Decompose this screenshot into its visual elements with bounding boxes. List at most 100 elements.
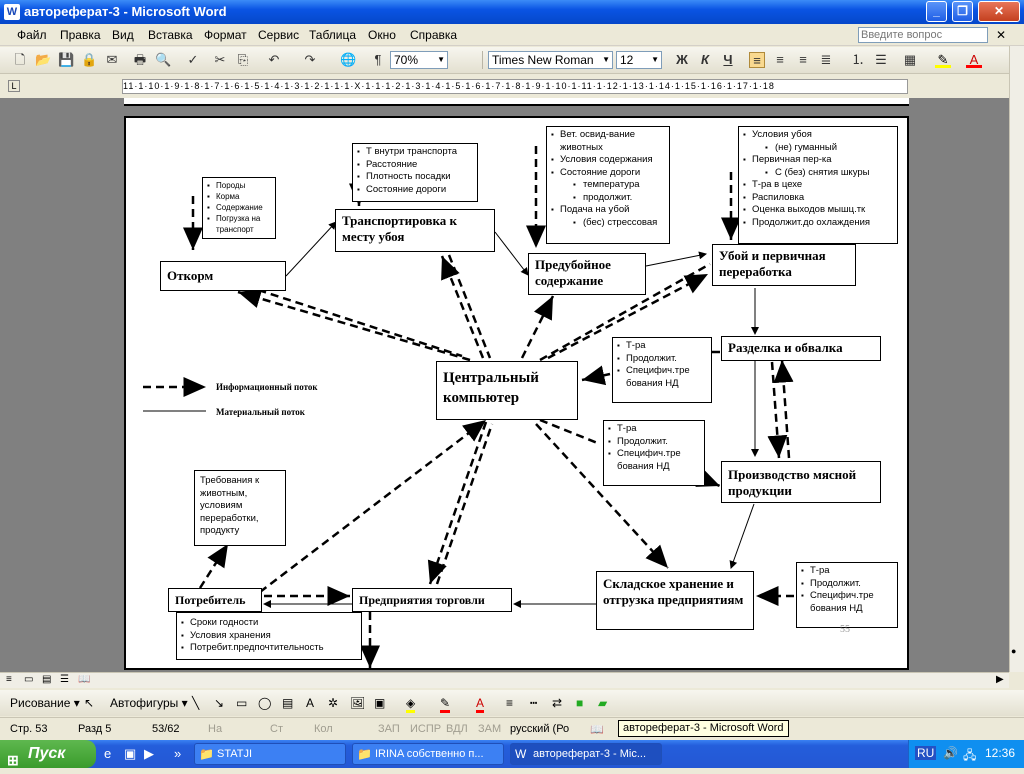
justify-icon[interactable]: ≣: [820, 52, 832, 67]
zoom-combo[interactable]: 70%▼: [390, 51, 448, 69]
node-proizv[interactable]: Производство мясной продукции: [721, 461, 881, 503]
note-transport[interactable]: Т внутри транспорта Расстояние Плотность…: [352, 143, 478, 202]
tab-selector-icon[interactable]: L: [8, 80, 20, 92]
node-predub[interactable]: Предубойное содержание: [528, 253, 646, 295]
node-sklad[interactable]: Складское хранение и отгрузка предприяти…: [596, 571, 754, 630]
permission-icon[interactable]: 🔒: [81, 52, 98, 67]
3d-icon[interactable]: ▰: [598, 696, 608, 710]
shadow-icon[interactable]: ■: [576, 696, 584, 710]
picture-icon[interactable]: ▣: [374, 696, 386, 710]
align-center-icon[interactable]: ≡: [776, 52, 784, 67]
bullets-icon[interactable]: ☰: [875, 52, 887, 67]
close-button[interactable]: ✕: [978, 1, 1020, 22]
show-formatting-icon[interactable]: ¶: [374, 52, 382, 67]
print-icon[interactable]: 🖶: [133, 52, 147, 67]
web-view-icon[interactable]: ▭: [24, 674, 34, 685]
task-irina[interactable]: 📁IRINA собственно п...: [352, 743, 504, 765]
select-objects-icon[interactable]: ↖: [84, 696, 95, 710]
node-transport[interactable]: Транспортировка к месту убоя: [335, 209, 495, 252]
outline-view-icon[interactable]: ☰: [60, 674, 69, 685]
redo-icon[interactable]: ↷: [304, 52, 316, 67]
open-icon[interactable]: 📂: [35, 52, 52, 67]
wordart-icon[interactable]: A: [306, 696, 315, 710]
start-button[interactable]: ⊞Пуск: [0, 740, 96, 768]
font-color-icon[interactable]: A: [966, 52, 982, 68]
status-rec[interactable]: ЗАП: [378, 723, 400, 735]
arrow-icon[interactable]: ↘: [214, 696, 225, 710]
font-color-icon[interactable]: A: [476, 696, 485, 713]
note-potreb-requirements[interactable]: Требования к животным, условиям перерабо…: [194, 470, 286, 546]
align-left-icon[interactable]: ≡: [749, 52, 765, 68]
menu-help[interactable]: Справка: [410, 28, 458, 42]
ask-question-input[interactable]: Введите вопрос: [858, 27, 988, 43]
word-app-icon[interactable]: W: [4, 4, 20, 20]
status-track[interactable]: ИСПР: [410, 723, 442, 735]
show-desktop-icon[interactable]: ▣: [124, 746, 137, 761]
arrow-style-icon[interactable]: ⇄: [552, 696, 563, 710]
volume-icon[interactable]: 🔊: [943, 746, 958, 760]
node-potreb[interactable]: Потребитель: [168, 588, 262, 612]
rectangle-icon[interactable]: ▭: [236, 696, 248, 710]
draw-menu-button[interactable]: Рисование ▾: [10, 696, 80, 710]
menu-window[interactable]: Окно: [368, 28, 396, 42]
italic-button[interactable]: К: [701, 52, 709, 67]
minimize-button[interactable]: _: [926, 1, 947, 22]
ie-icon[interactable]: e: [104, 746, 112, 761]
quicklaunch-more-icon[interactable]: »: [174, 746, 182, 761]
diagram-icon[interactable]: ✲: [328, 696, 339, 710]
menu-table[interactable]: Таблица: [309, 28, 357, 42]
align-right-icon[interactable]: ≡: [799, 52, 807, 67]
print-preview-icon[interactable]: 🔍: [155, 52, 172, 67]
vertical-scrollbar[interactable]: ●: [1009, 46, 1024, 672]
task-statji[interactable]: 📁STATJI: [194, 743, 346, 765]
autoshapes-button[interactable]: Автофигуры ▾: [110, 696, 188, 710]
status-overtype[interactable]: ЗАМ: [478, 723, 502, 735]
node-torg[interactable]: Предприятия торговли: [352, 588, 512, 612]
browse-object-icon[interactable]: ●: [1011, 646, 1017, 656]
note-otkorm[interactable]: Породы Корма Содержание Погрузка на тран…: [202, 177, 276, 239]
status-extend[interactable]: ВДЛ: [446, 723, 468, 735]
note-sklad[interactable]: Т-ра Продолжит. Специфич.тре бования НД: [796, 562, 898, 628]
font-name-combo[interactable]: Times New Roman▼: [488, 51, 613, 69]
note-uboy[interactable]: Условия убоя (не) гуманный Первичная пер…: [738, 126, 898, 244]
email-icon[interactable]: ✉: [106, 52, 118, 67]
node-razdelka[interactable]: Разделка и обвалка: [721, 336, 881, 361]
clock[interactable]: 12:36: [985, 746, 1016, 760]
node-uboy[interactable]: Убой и первичная переработка: [712, 244, 856, 286]
node-central-computer[interactable]: Центральный компьютер: [436, 361, 578, 420]
restore-button[interactable]: ❐: [952, 1, 973, 22]
hyperlink-icon[interactable]: 🌐: [340, 52, 357, 67]
underline-button[interactable]: Ч: [723, 52, 733, 67]
menu-format[interactable]: Формат: [204, 28, 247, 42]
menu-view[interactable]: Вид: [112, 28, 134, 42]
line-style-icon[interactable]: ≡: [506, 696, 514, 710]
reading-view-icon[interactable]: 📖: [78, 674, 91, 685]
copy-icon[interactable]: ⎘: [237, 52, 249, 67]
font-size-combo[interactable]: 12▼: [616, 51, 662, 69]
menu-edit[interactable]: Правка: [60, 28, 101, 42]
dash-style-icon[interactable]: ┅: [530, 696, 538, 710]
save-icon[interactable]: 💾: [58, 52, 75, 67]
undo-icon[interactable]: ↶: [268, 52, 280, 67]
new-document-icon[interactable]: 🗋: [14, 52, 26, 67]
fill-color-icon[interactable]: ◈: [406, 696, 416, 713]
note-proizv[interactable]: Т-ра Продолжит. Специфич.тре бования НД: [603, 420, 705, 486]
oval-icon[interactable]: ◯: [258, 696, 272, 710]
close-document-icon[interactable]: ✕: [996, 28, 1007, 42]
network-icon[interactable]: 🖧: [963, 748, 977, 762]
textbox-icon[interactable]: ▤: [282, 696, 294, 710]
line-icon[interactable]: ╲: [192, 696, 200, 710]
node-otkorm[interactable]: Откорм: [160, 261, 286, 291]
menu-tools[interactable]: Сервис: [258, 28, 300, 42]
highlight-icon[interactable]: ✎: [935, 52, 951, 68]
media-player-icon[interactable]: ▶: [144, 746, 154, 761]
line-color-icon[interactable]: ✎: [440, 696, 451, 713]
menu-insert[interactable]: Вставка: [148, 28, 193, 42]
note-predub[interactable]: Вет. освид-вание животных Условия содерж…: [546, 126, 670, 244]
print-layout-icon[interactable]: ▤: [42, 674, 52, 685]
language-indicator[interactable]: RU: [915, 746, 937, 760]
ruler[interactable]: L 11·1·10·1·9·1·8·1·7·1·6·1·5·1·4·1·3·1·…: [0, 75, 1024, 98]
spelling-icon[interactable]: ✓: [187, 52, 199, 67]
ruler-scale[interactable]: 11·1·10·1·9·1·8·1·7·1·6·1·5·1·4·1·3·1·2·…: [122, 79, 908, 94]
